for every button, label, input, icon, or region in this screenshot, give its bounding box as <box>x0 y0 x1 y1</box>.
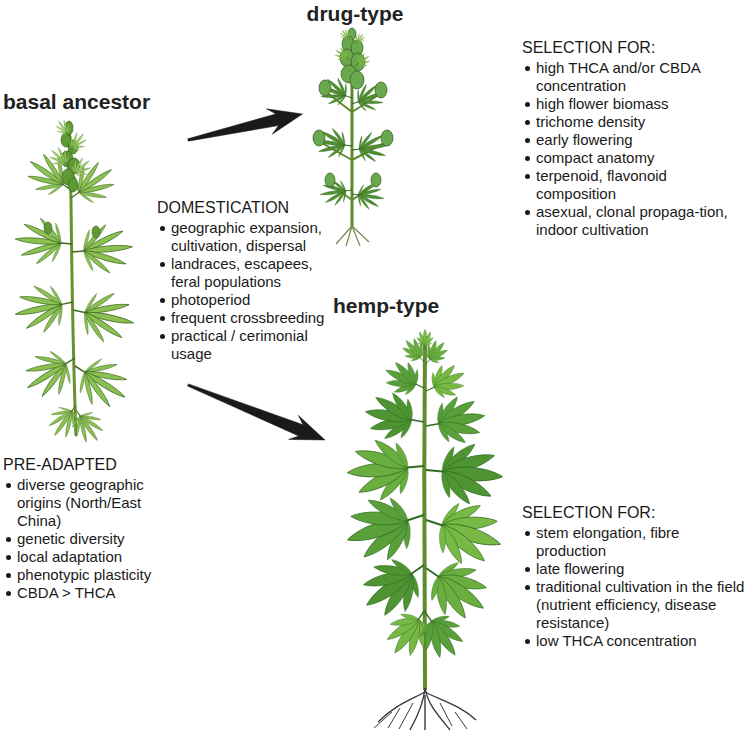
g-shape <box>313 73 391 212</box>
use-shape <box>344 433 426 506</box>
g-shape <box>45 116 96 183</box>
use-shape <box>409 543 501 633</box>
use-shape <box>65 153 96 183</box>
text-list: DOMESTICATIONgeographic expansion, culti… <box>157 198 325 363</box>
g-shape <box>337 329 511 668</box>
list-item: asexual, clonal propaga-tion, indoor cul… <box>522 203 746 239</box>
list-item: local adaptation <box>3 548 163 566</box>
use-shape <box>318 176 354 208</box>
use-shape <box>68 284 140 348</box>
use-shape <box>352 31 368 47</box>
use-shape <box>406 599 473 668</box>
text-list: PRE-ADAPTEDdiverse geographic origins (N… <box>3 455 163 602</box>
drug-plant <box>313 27 393 246</box>
plant-heading: drug-type <box>305 2 406 26</box>
domestication-arrow <box>188 384 325 440</box>
list-item: late flowering <box>522 560 746 578</box>
use-shape <box>62 345 138 418</box>
text-list: SELECTION FOR:stem elongation, fibre pro… <box>522 503 746 650</box>
list-item: low THCA concentration <box>522 632 746 650</box>
use-shape <box>59 152 124 215</box>
list-heading: PRE-ADAPTED <box>3 455 163 475</box>
plant-node: hemp-type <box>325 294 521 732</box>
list-heading: SELECTION FOR: <box>522 38 746 58</box>
plant-leaves <box>10 144 139 449</box>
flower-cluster <box>44 121 100 238</box>
use-shape <box>337 482 435 573</box>
use-shape <box>417 335 454 372</box>
path-shape <box>378 692 425 722</box>
domestication-arrow <box>188 109 303 141</box>
ellipse-shape <box>44 222 52 234</box>
plant-node: drug-type <box>303 2 408 248</box>
ellipse-shape <box>381 130 393 146</box>
list-heading: SELECTION FOR: <box>522 503 746 523</box>
ellipse-shape <box>375 82 387 98</box>
use-shape <box>378 354 431 405</box>
use-shape <box>13 215 74 268</box>
use-shape <box>10 278 78 339</box>
use-shape <box>52 116 76 140</box>
use-shape <box>416 488 511 577</box>
use-shape <box>45 143 76 174</box>
use-shape <box>422 390 490 451</box>
list-item: early flowering <box>522 131 746 149</box>
ellipse-shape <box>313 130 325 146</box>
list-item: high flower biomass <box>522 95 746 113</box>
list-item: diverse geographic origins (North/East C… <box>3 476 163 530</box>
use-shape <box>15 338 87 408</box>
use-shape <box>63 401 110 450</box>
list-item: photoperiod <box>157 291 325 309</box>
list-item: landraces, escapees, feral populations <box>157 255 325 291</box>
list-heading: DOMESTICATION <box>157 198 325 218</box>
ellipse-shape <box>319 80 331 96</box>
g-shape <box>332 27 374 72</box>
list-item: genetic diversity <box>3 530 163 548</box>
use-shape <box>423 437 505 510</box>
ellipse-shape <box>350 71 364 89</box>
text-list: SELECTION FOR:high THCA and/or CBDA conc… <box>522 38 746 239</box>
ellipse-shape <box>68 178 78 192</box>
plant-heading: hemp-type <box>333 294 513 318</box>
use-shape <box>70 221 135 278</box>
list-item: traditional cultivation in the field (nu… <box>522 578 746 632</box>
list-item: frequent crossbreeding <box>157 309 325 327</box>
ellipse-shape <box>371 173 381 187</box>
use-shape <box>313 125 354 161</box>
list-item: phenotypic plasticity <box>3 566 163 584</box>
ellipse-shape <box>325 173 335 187</box>
use-shape <box>351 50 374 72</box>
use-shape <box>361 386 429 447</box>
basal-plant <box>10 116 139 449</box>
ellipse-shape <box>92 226 100 238</box>
path-shape <box>410 688 425 730</box>
use-shape <box>332 44 355 66</box>
list-item: terpenoid, flavonoid composition <box>522 167 746 203</box>
path-shape <box>424 695 425 730</box>
plant-heading: basal ancestor <box>3 90 185 114</box>
plant-node: basal ancestor <box>0 90 188 440</box>
list-item: practical / cerimonial usage <box>157 327 325 363</box>
list-item: CBDA > THCA <box>3 584 163 602</box>
use-shape <box>418 357 471 408</box>
list-item: trichome density <box>522 113 746 131</box>
path-shape <box>374 703 467 729</box>
list-item: geographic expansion, cultivation, dispe… <box>157 219 325 255</box>
list-item: compact anatomy <box>522 149 746 167</box>
use-shape <box>338 27 354 43</box>
list-item: stem elongation, fibre production <box>522 524 746 560</box>
path-shape <box>425 692 476 720</box>
flower-cola <box>313 28 393 187</box>
use-shape <box>63 128 91 156</box>
plant-roots <box>336 226 369 246</box>
use-shape <box>350 180 386 212</box>
plant-roots <box>374 688 476 730</box>
list-item: high THCA and/or CBDA concentration <box>522 59 746 95</box>
hemp-plant <box>337 329 511 730</box>
